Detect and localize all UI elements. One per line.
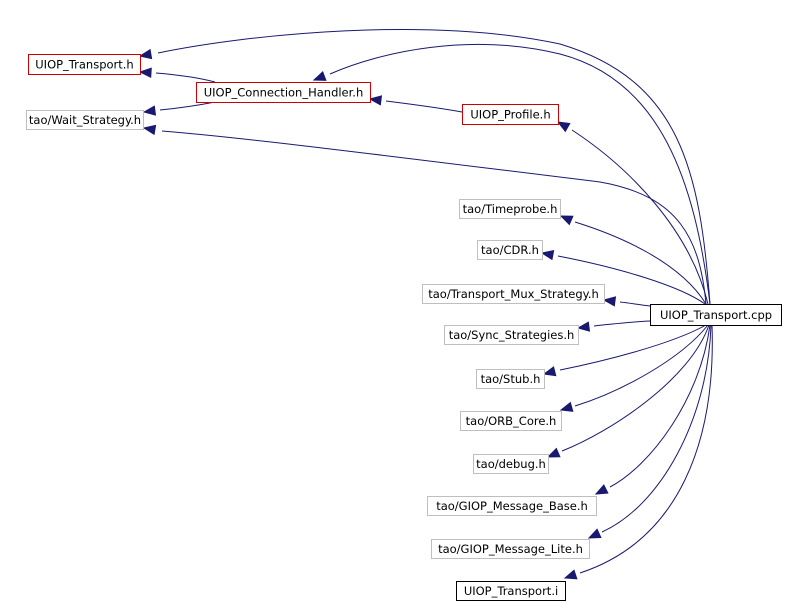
edge-line [609,324,711,488]
node-label: UIOP_Profile.h [470,108,550,122]
edge-profile_h-to-conn_handler_h [368,95,463,113]
arrowhead-icon [587,528,602,539]
node-box [473,454,549,474]
edge-line [571,129,709,305]
arrowhead-icon [594,484,609,495]
arrowhead-icon [540,249,555,261]
arrowhead-icon [138,67,152,78]
edge-conn_handler_h-to-wait_strategy_h [142,101,216,116]
arrowhead-icon [559,401,574,412]
edge-root-to-profile_h [556,121,709,305]
edge-root-to-conn_handler_h [312,43,711,305]
node-root[interactable]: UIOP_Transport.cpp [650,304,782,326]
arrowhead-icon [312,71,327,81]
node-profile-h[interactable]: UIOP_Profile.h [462,104,559,125]
edge-line [574,221,707,305]
edge-root-to-transport_mux_h [602,296,651,307]
node-box [477,240,543,260]
node-label: tao/ORB_Core.h [466,414,557,428]
arrowhead-icon [602,296,617,307]
edge-line [385,100,463,113]
edge-line [329,43,711,305]
edge-root-to-giop_message_base_h [594,324,711,495]
node-giop-message-base-h[interactable]: tao/GIOP_Message_Base.h [427,496,597,516]
edge-line [601,324,712,533]
arrowhead-icon [546,447,561,458]
edge-root-to-timeprobe_h [559,215,707,305]
edge-root-to-debug_h [546,324,710,458]
node-label: tao/Sync_Strategies.h [449,328,575,342]
node-label: tao/GIOP_Message_Base.h [436,499,588,513]
edge-root-to-sync_strategies_h [576,320,651,332]
node-label: UIOP_Transport.h [35,58,133,72]
arrowhead-icon [142,105,157,116]
arrowhead-icon [576,321,591,332]
edge-line [619,301,651,307]
node-label: UIOP_Connection_Handler.h [204,86,364,100]
edge-line [155,72,216,83]
node-stub-h[interactable]: tao/Stub.h [476,369,545,389]
node-box [460,411,562,431]
node-transport-i[interactable]: UIOP_Transport.i [456,581,566,601]
node-box [427,496,597,516]
node-box [462,104,559,125]
node-box [28,54,141,75]
node-giop-message-lite-h[interactable]: tao/GIOP_Message_Lite.h [431,539,590,559]
node-cdr-h[interactable]: tao/CDR.h [477,240,543,260]
arrowhead-icon [368,95,383,106]
node-box [431,539,590,559]
edge-conn_handler_h-to-transport_h [138,67,216,83]
edge-line [593,320,651,327]
arrowhead-icon [138,48,153,60]
arrowhead-icon [142,124,157,136]
edge-line [159,101,216,111]
node-orb-core-h[interactable]: tao/ORB_Core.h [460,411,562,431]
node-sync-strategies-h[interactable]: tao/Sync_Strategies.h [444,325,579,345]
nodes-layer: UIOP_Transport.hUIOP_Connection_Handler.… [26,54,782,601]
edge-line [559,324,707,371]
node-label: tao/Stub.h [481,372,541,386]
node-box [650,304,782,326]
arrowhead-icon [563,569,578,580]
edge-root-to-orb_core_h [559,324,709,412]
node-conn-handler-h[interactable]: UIOP_Connection_Handler.h [196,82,371,103]
edge-root-to-transport_h [138,29,711,305]
edge-line [574,324,709,407]
edge-line [157,29,711,305]
edge-line [561,324,710,452]
node-box [422,284,605,304]
edge-line [557,255,706,305]
node-label: tao/Transport_Mux_Strategy.h [428,287,599,301]
node-label: UIOP_Transport.i [464,584,558,598]
edge-root-to-cdr_h [540,249,706,305]
node-label: tao/CDR.h [481,243,539,257]
edge-line [161,130,707,305]
node-label: tao/Wait_Strategy.h [29,113,141,127]
arrowhead-icon [559,215,574,226]
node-transport-h[interactable]: UIOP_Transport.h [28,54,141,75]
node-box [26,110,144,130]
node-label: tao/debug.h [476,457,546,471]
node-label: tao/Timeprobe.h [463,202,558,216]
node-box [444,325,579,345]
node-label: tao/GIOP_Message_Lite.h [438,542,583,556]
node-box [476,369,545,389]
arrowhead-icon [542,366,557,377]
node-box [196,82,371,103]
edges-layer [138,29,713,580]
arrowhead-icon [556,121,571,133]
node-transport-mux-h[interactable]: tao/Transport_Mux_Strategy.h [422,284,605,304]
edge-root-to-stub_h [542,324,707,377]
node-timeprobe-h[interactable]: tao/Timeprobe.h [459,199,561,219]
node-debug-h[interactable]: tao/debug.h [473,454,549,474]
edge-line [579,324,713,574]
edge-root-to-giop_message_lite_h [587,324,712,539]
edge-root-to-transport_i [563,324,713,580]
node-box [456,581,566,601]
edge-root-to-wait_strategy_h [142,124,707,305]
node-label: UIOP_Transport.cpp [660,308,772,322]
node-wait-strategy-h[interactable]: tao/Wait_Strategy.h [26,110,144,130]
node-box [459,199,561,219]
